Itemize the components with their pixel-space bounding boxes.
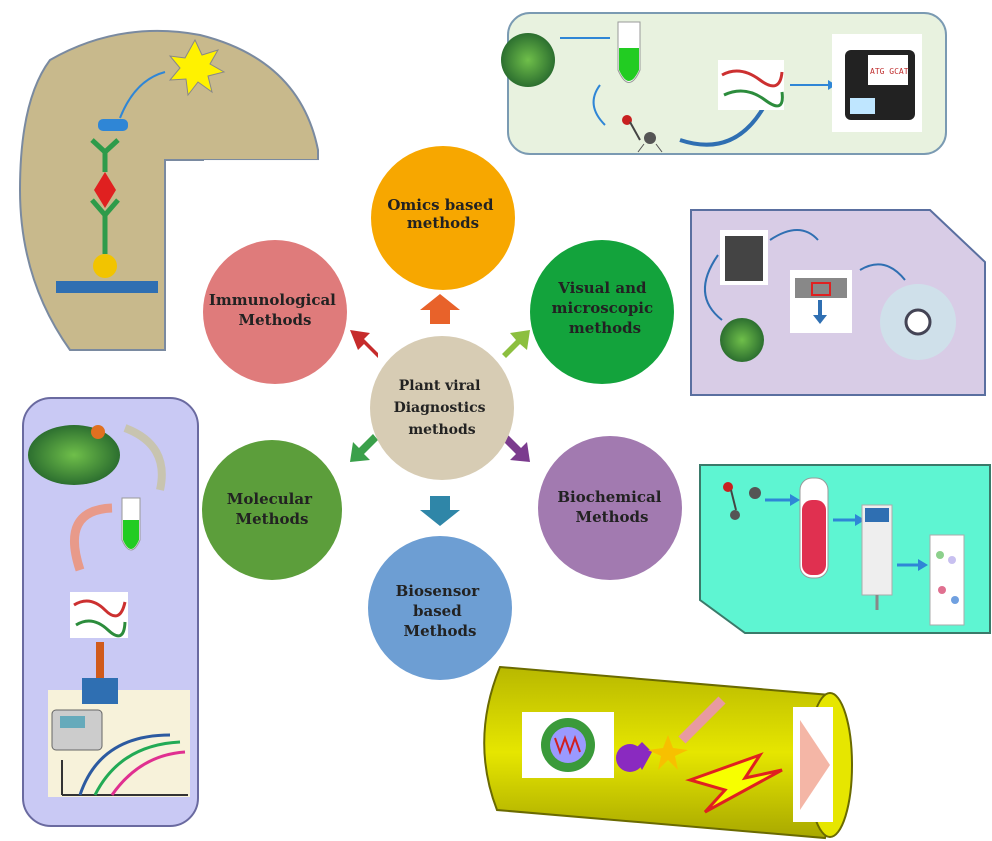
arrow-molecular (350, 434, 378, 462)
biochemical-label-line-2: Methods (576, 508, 649, 526)
omics-node: Omics based methods (371, 146, 515, 290)
amplification-curve-2 (93, 740, 181, 796)
arrow-omics (420, 294, 460, 324)
lightning-icon (685, 752, 783, 814)
center-node: Plant viral Diagnostics methods (370, 336, 514, 480)
center-label-line-3: methods (408, 422, 475, 438)
curved-arrow-molecular-1 (123, 424, 166, 491)
center-label-line-1: Plant viral (399, 378, 481, 394)
svg-text:Omics based methods: Omics based methods (387, 196, 498, 232)
spark-icon (648, 735, 688, 770)
virus-particles-icon (622, 115, 663, 153)
molecular-label-line-1: Molecular (227, 490, 313, 508)
curved-arrow-visual-3 (859, 263, 906, 281)
down-arrow-molecular (96, 642, 104, 680)
antigen-diamond-icon (94, 172, 116, 208)
arrow-biosensor (420, 496, 460, 526)
omics-illustration-panel: ATG GCAT (501, 12, 947, 155)
biochemical-illustration-panel (699, 464, 991, 634)
arrow-immunological (350, 330, 378, 358)
biosensor-label-line-1: Biosensor (396, 582, 481, 600)
biochemical-label-line-1: Biochemical (557, 488, 661, 506)
antibody-lower-icon (90, 198, 120, 254)
immunological-label-line-2: Methods (239, 311, 312, 329)
curved-arrow-visual-2 (704, 254, 723, 321)
sequencer-dna-text: ATG GCAT (870, 67, 909, 76)
svg-text:Immunological Methods: Immunological Methods (209, 291, 341, 329)
virus-particles-biochem-icon (723, 482, 761, 520)
visual-label-line-2: microscopic (552, 299, 654, 317)
plant-image-molecular (28, 425, 120, 485)
visual-label-line-3: methods (569, 319, 641, 337)
amplification-curve-3 (110, 750, 186, 796)
molecular-node: Molecular Methods (202, 440, 342, 580)
omics-label-line-1: Omics based (387, 196, 494, 214)
amplification-curve-1 (78, 733, 171, 796)
antibody-upper-icon (90, 138, 120, 172)
gradient-tube-icon (929, 534, 965, 626)
biosensor-label-line-3: Methods (404, 622, 477, 640)
arrow-biochemical (502, 434, 530, 462)
center-label-line-2: Diagnostics (394, 400, 486, 416)
curved-arrow-molecular-2 (69, 503, 113, 572)
biosensor-illustration-panel (483, 665, 853, 840)
signal-arrow-icon (119, 71, 166, 119)
immunological-node: Immunological Methods (203, 240, 347, 384)
omics-tube-liquid (619, 48, 639, 81)
svg-text:Visual and microscopic: Visual and microscopic methods (552, 279, 659, 337)
molecular-illustration-panel (22, 397, 199, 827)
immunological-illustration-panel (18, 29, 319, 351)
biosensor-node: Biosensor based Methods (368, 536, 512, 680)
biochemical-node: Biochemical Methods (538, 436, 682, 580)
visual-label-line-1: Visual and (557, 279, 647, 297)
method-arrows (350, 294, 530, 526)
omics-label-line-2: methods (407, 214, 479, 232)
biochem-panel-shape (699, 464, 991, 634)
visual-illustration-panel (690, 209, 986, 396)
svg-text:Molecular Methods: Molecular Methods (227, 490, 317, 528)
biosensor-label-line-2: based (413, 602, 462, 620)
immunological-label-line-1: Immunological (209, 291, 336, 309)
curved-arrow-visual-1 (769, 229, 819, 241)
antigen-bead (93, 254, 117, 278)
immuno-plate (56, 281, 158, 293)
leaf-image-visual (720, 318, 764, 362)
pen-icon (678, 696, 726, 744)
enzyme-label-icon (98, 119, 128, 131)
svg-text:Plant viral Diagnostics: Plant viral Diagnostics methods (394, 378, 491, 438)
molecular-label-line-2: Methods (236, 510, 309, 528)
infected-leaf-image (501, 33, 555, 87)
svg-text:Biochemical Methods: Biochemical Methods (557, 488, 666, 526)
signal-burst-icon (168, 38, 226, 97)
visual-node: Visual and microscopic methods (530, 240, 674, 384)
curved-arrow-icon (592, 84, 606, 126)
svg-text:Biosensor based Me: Biosensor based Methods (396, 582, 485, 640)
arrow-visual (502, 330, 530, 358)
